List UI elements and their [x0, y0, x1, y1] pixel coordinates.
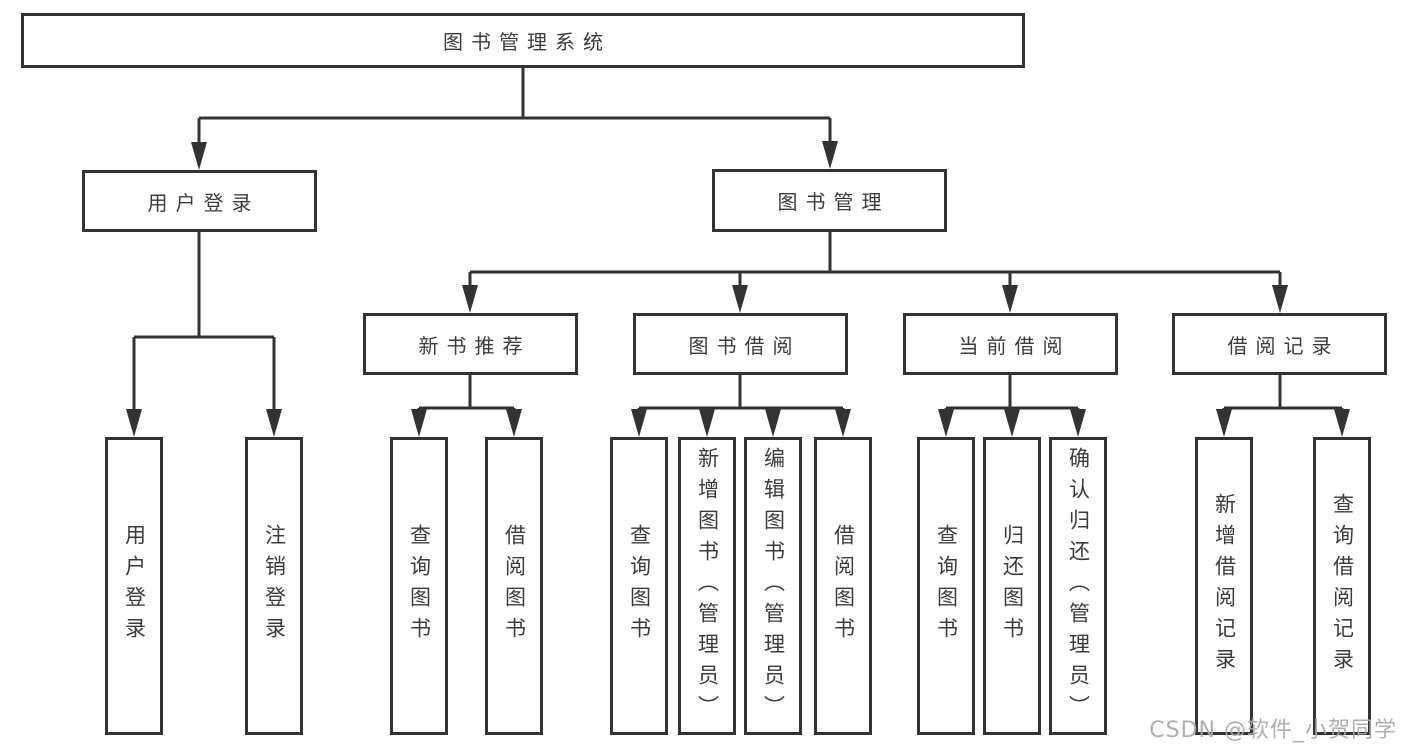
node-new-book-recommend-label: 新书推荐	[418, 333, 531, 358]
node-book-management-label: 图书管理	[777, 190, 890, 214]
node-root-label: 图书管理系统	[443, 30, 611, 54]
leaf-edit-book-admin: 编辑图书（管理员）	[744, 437, 802, 735]
leaf-confirm-return-admin: 确认归还（管理员）	[1049, 437, 1107, 735]
leaf-query-book-recommend: 查询图书	[390, 437, 448, 735]
node-user-login: 用户登录	[82, 170, 317, 232]
csdn-watermark: CSDN @软件_小贺同学	[1149, 718, 1397, 743]
leaf-add-borrow-record: 新增借阅记录	[1195, 437, 1253, 735]
node-current-borrowing: 当前借阅	[903, 313, 1118, 375]
leaf-query-borrow-record: 查询借阅记录	[1313, 437, 1371, 735]
node-root: 图书管理系统	[21, 13, 1025, 68]
leaf-query-book-current: 查询图书	[917, 437, 975, 735]
node-book-borrowing-label: 图书借阅	[688, 333, 801, 358]
node-book-borrowing: 图书借阅	[633, 313, 848, 375]
leaf-borrow-book: 借阅图书	[814, 437, 872, 735]
leaf-borrow-book-recommend: 借阅图书	[485, 437, 543, 735]
leaf-return-book: 归还图书	[983, 437, 1041, 735]
node-user-login-label: 用户登录	[147, 190, 260, 215]
node-new-book-recommend: 新书推荐	[363, 313, 578, 375]
node-borrow-records: 借阅记录	[1172, 313, 1387, 375]
leaf-logout: 注销登录	[245, 437, 303, 735]
leaf-user-login: 用户登录	[105, 437, 163, 735]
leaf-add-book-admin: 新增图书（管理员）	[678, 437, 736, 735]
node-current-borrowing-label: 当前借阅	[958, 333, 1071, 358]
node-borrow-records-label: 借阅记录	[1227, 333, 1340, 358]
leaf-query-book-borrow: 查询图书	[610, 437, 668, 735]
node-book-management: 图书管理	[712, 169, 947, 232]
